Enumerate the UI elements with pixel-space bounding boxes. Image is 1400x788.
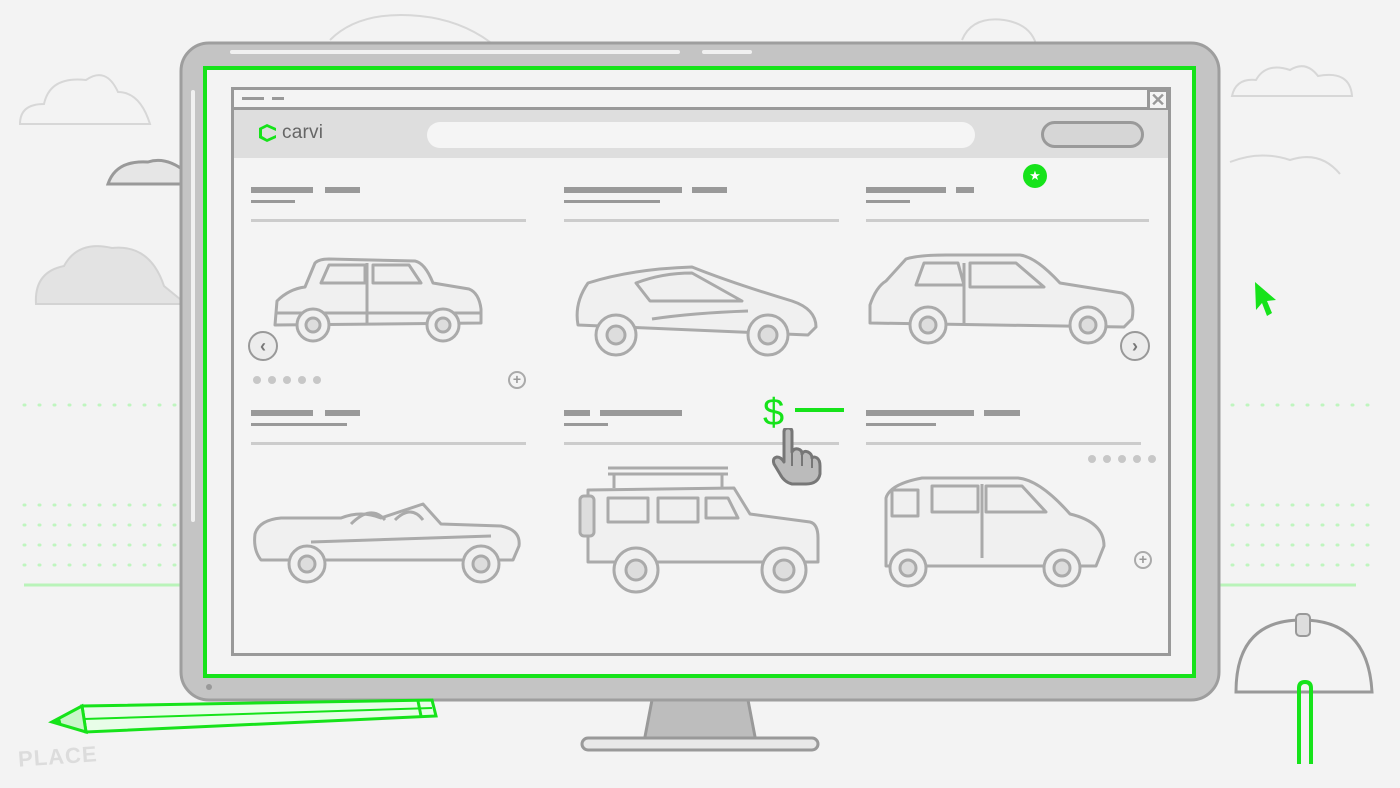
pencil-icon <box>48 698 438 735</box>
close-icon: ✕ <box>1150 90 1166 110</box>
car-minivan-image <box>884 476 1106 588</box>
search-input[interactable] <box>427 122 975 148</box>
account-button[interactable] <box>1041 121 1144 148</box>
carousel-prev-button[interactable]: ‹ <box>248 331 278 361</box>
carvi-logo-icon <box>259 124 276 142</box>
carousel-page-dots[interactable] <box>1088 455 1156 463</box>
mouse-icon <box>1234 613 1374 764</box>
listing-card[interactable] <box>251 410 526 600</box>
listing-title-placeholder <box>866 187 946 193</box>
hand-pointer-icon <box>771 428 822 486</box>
site-header: carvi ★ <box>234 110 1168 194</box>
listing-card[interactable] <box>251 187 526 377</box>
window-titlebar: ✕ <box>234 89 1169 111</box>
cloud-icon <box>18 74 152 125</box>
listing-card[interactable] <box>564 410 839 600</box>
listing-title-placeholder <box>251 410 313 416</box>
car-coupe-image <box>575 265 818 357</box>
carousel-page-dots[interactable] <box>253 376 321 384</box>
listing-card[interactable] <box>866 410 1141 600</box>
close-window-button[interactable]: ✕ <box>1147 89 1169 111</box>
car-convertible-image <box>253 502 521 584</box>
cloud-icon <box>34 245 189 305</box>
chevron-left-icon: ‹ <box>260 335 266 356</box>
chevron-right-icon: › <box>1132 335 1138 356</box>
carousel-next-button[interactable]: › <box>1120 331 1150 361</box>
listing-title-placeholder <box>564 410 590 416</box>
star-icon: ★ <box>1023 164 1047 188</box>
listing-card[interactable] <box>866 187 1149 377</box>
listing-title-placeholder <box>866 410 974 416</box>
monitor-stand <box>642 698 758 744</box>
car-hatchback-image <box>273 257 483 343</box>
cloud-icon <box>1230 65 1354 97</box>
add-listing-icon[interactable]: + <box>1134 551 1152 569</box>
price-placeholder <box>795 408 844 412</box>
car-jeep-image <box>578 466 820 594</box>
browser-window: ✕ carvi ★ <box>231 87 1171 656</box>
add-listing-icon[interactable]: + <box>508 371 526 389</box>
favorites-button[interactable]: ★ <box>1017 158 1053 194</box>
listing-title-placeholder <box>251 187 313 193</box>
car-compact-image <box>868 253 1135 345</box>
site-name: carvi <box>282 122 324 143</box>
cursor-arrow-icon <box>1255 282 1276 316</box>
price-currency-symbol: $ <box>763 392 785 434</box>
brand-watermark: PLACE <box>17 741 99 772</box>
site-logo[interactable]: carvi <box>256 122 323 144</box>
listing-card[interactable] <box>564 187 839 377</box>
monitor-base <box>580 736 820 752</box>
listing-title-placeholder <box>564 187 682 193</box>
